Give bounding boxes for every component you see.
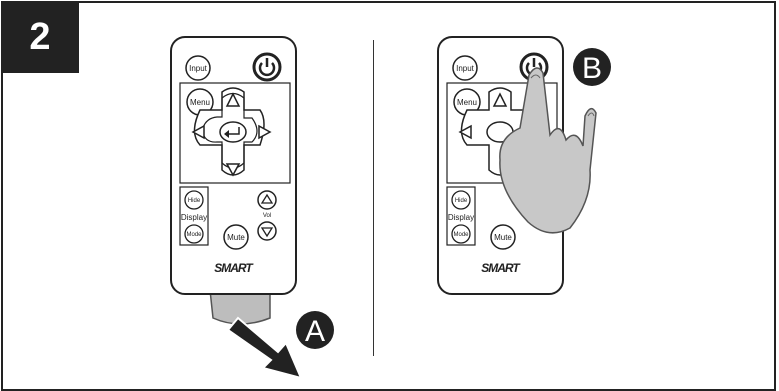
vol-down-icon (260, 227, 274, 238)
enter-icon (224, 127, 240, 138)
vol-down-button (257, 221, 277, 241)
display-panel (179, 186, 209, 246)
hide-label: Hide (188, 198, 201, 204)
up-arrow-icon (492, 92, 508, 107)
display-panel (446, 186, 476, 246)
nav-panel (179, 82, 291, 184)
mode-button (184, 224, 204, 244)
power-icon (258, 58, 276, 77)
mute-button (490, 224, 516, 250)
hide-label: Hide (455, 198, 468, 204)
mute-label: Mute (227, 233, 245, 242)
input-label: Input (189, 64, 208, 73)
menu-label: Menu (190, 98, 210, 107)
pull-direction-arrow-icon (226, 316, 303, 380)
callout-a-label: A (305, 315, 325, 348)
hide-button (451, 190, 471, 210)
panel-divider (373, 40, 374, 356)
mode-label: Mode (453, 232, 469, 238)
vol-up-button (257, 190, 277, 210)
mode-button (451, 224, 471, 244)
down-arrow-icon (225, 163, 241, 177)
mute-button (223, 224, 249, 250)
pointing-hand-icon (499, 67, 597, 234)
callout-a-badge (296, 311, 334, 349)
hide-button (184, 190, 204, 210)
menu-label: Menu (457, 98, 477, 107)
callout-b-label: B (582, 52, 602, 85)
input-button (452, 55, 478, 81)
vol-up-icon (260, 193, 274, 204)
display-label: Display (448, 213, 474, 222)
step-number-badge: 2 (1, 1, 79, 73)
callout-b-badge (573, 48, 611, 86)
mode-label: Mode (186, 232, 202, 238)
input-button (185, 55, 211, 81)
vol-label: Vol (263, 213, 271, 219)
brand-logo: SMART (214, 261, 254, 275)
up-arrow-icon (225, 92, 241, 107)
left-arrow-icon (191, 124, 205, 140)
right-arrow-icon (258, 124, 272, 140)
mute-label: Mute (494, 233, 512, 242)
input-label: Input (456, 64, 475, 73)
brand-logo: SMART (481, 261, 521, 275)
left-arrow-icon (458, 124, 472, 140)
display-label: Display (181, 213, 207, 222)
